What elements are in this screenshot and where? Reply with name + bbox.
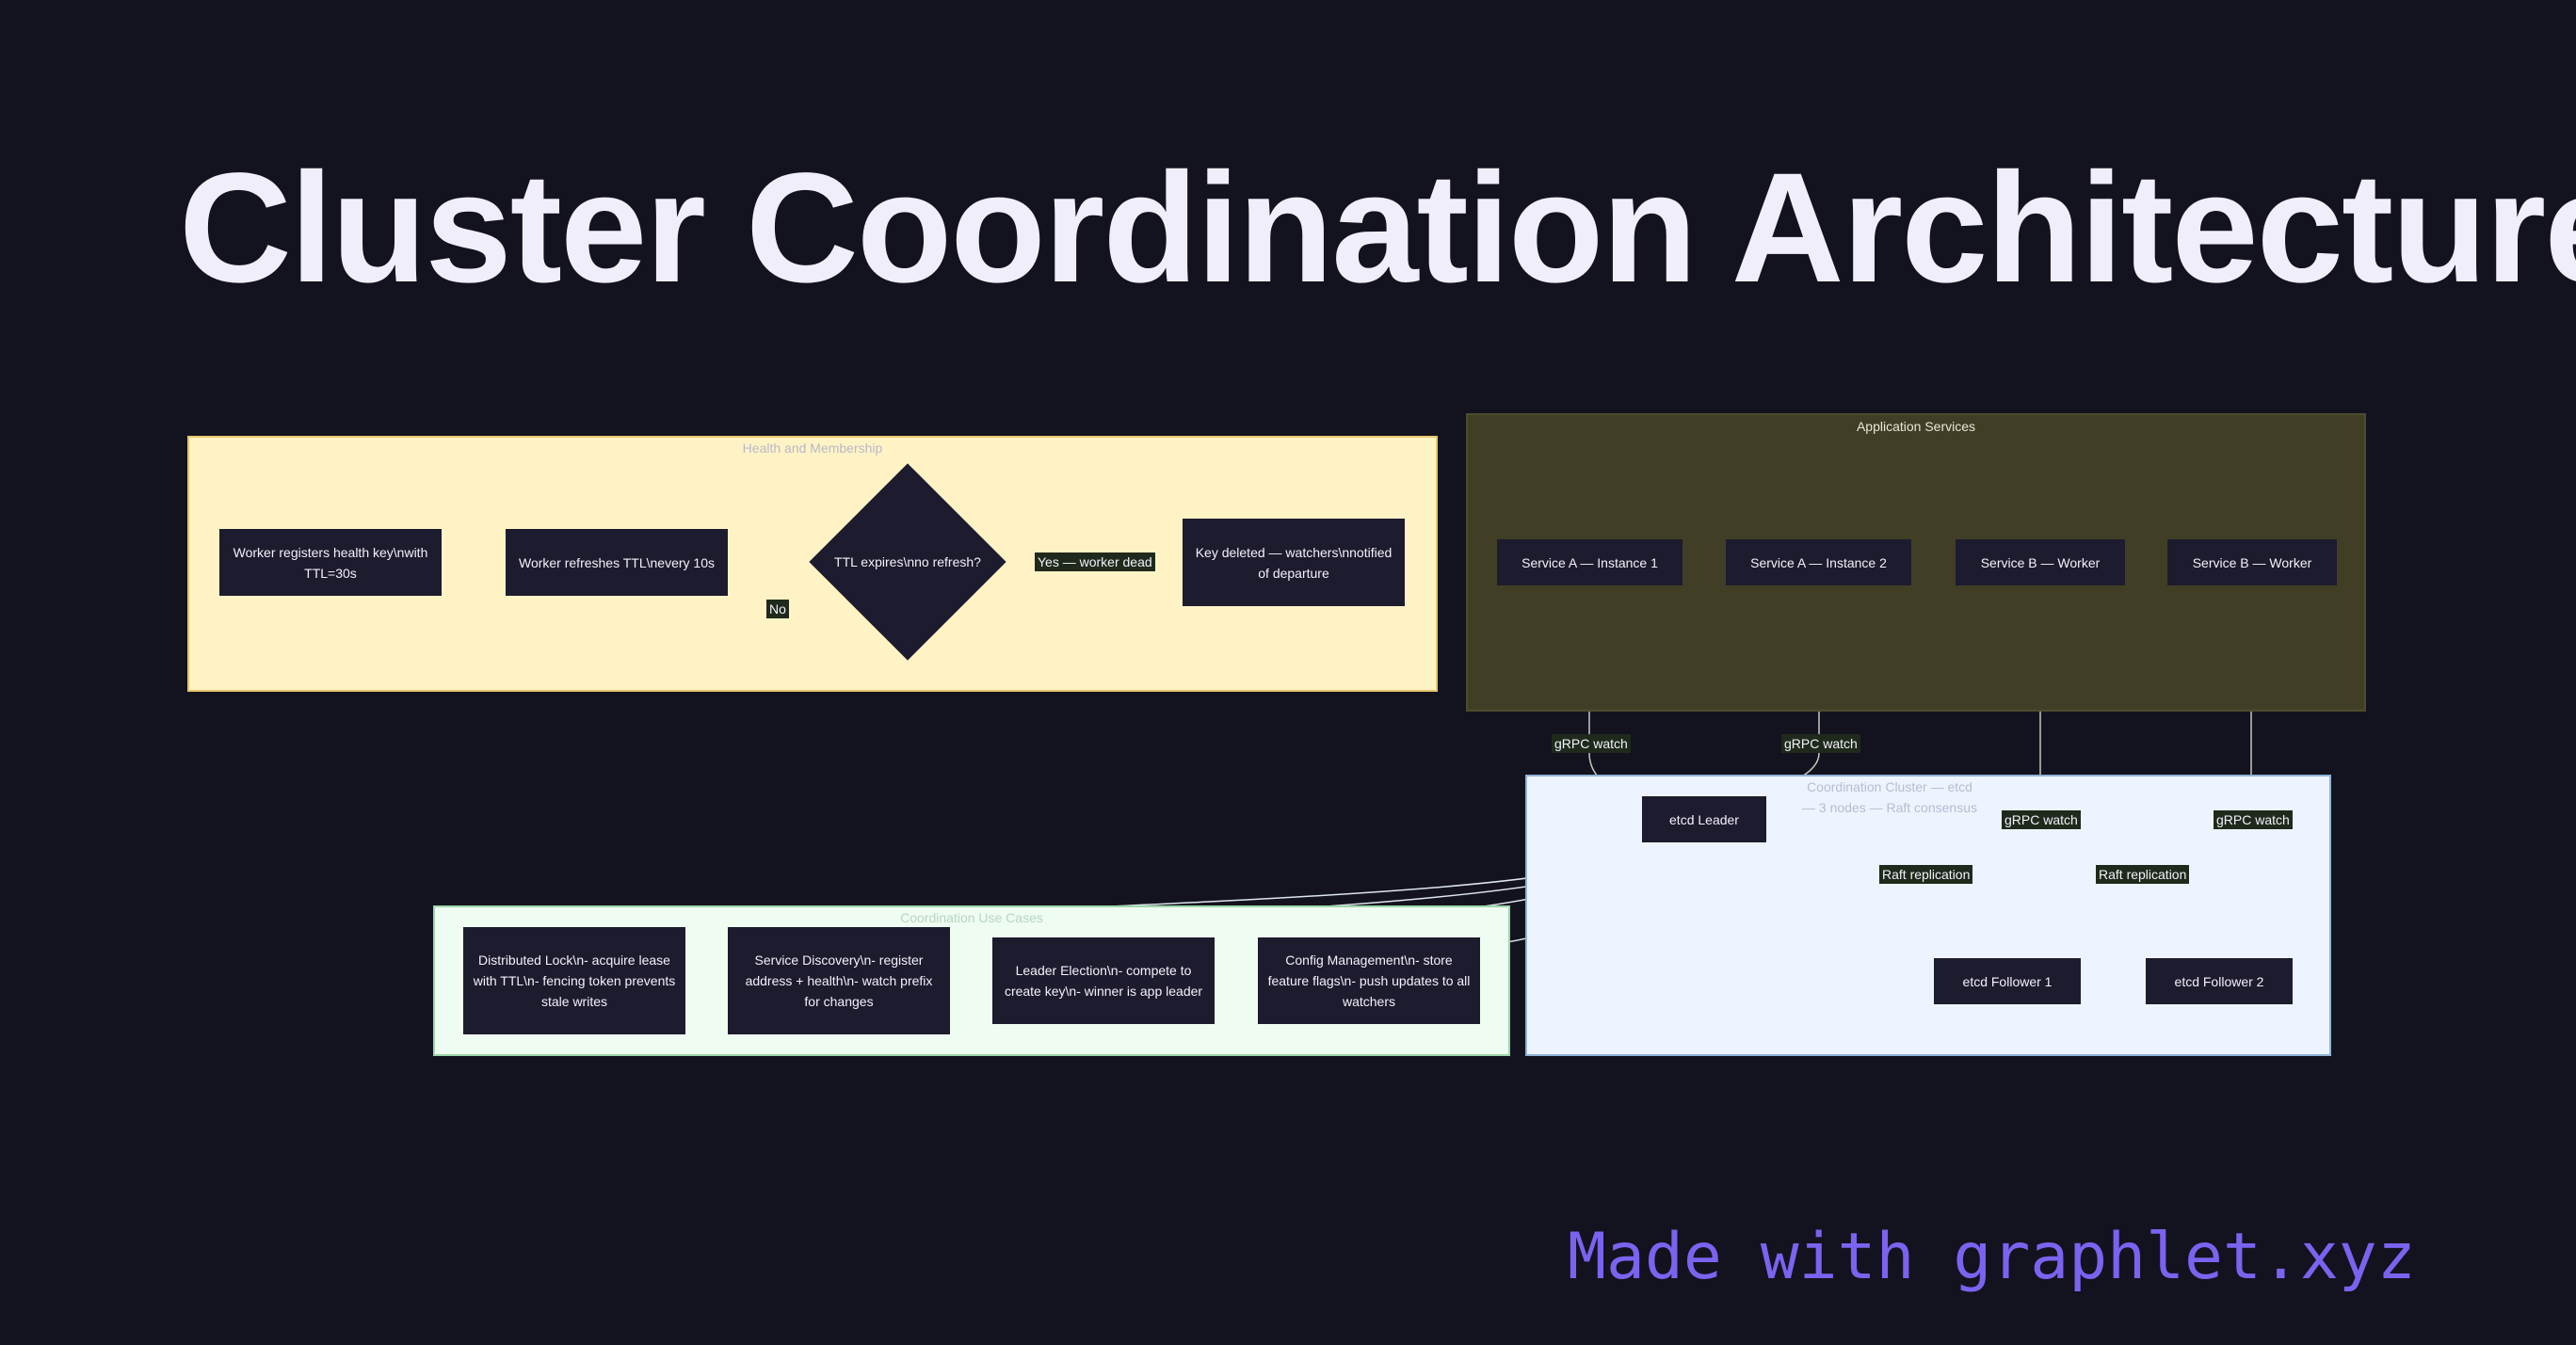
node-leader-election[interactable]: Leader Election\n- compete to create key… xyxy=(992,937,1215,1024)
node-etcd-follower-1[interactable]: etcd Follower 1 xyxy=(1934,958,2081,1004)
node-distributed-lock[interactable]: Distributed Lock\n- acquire lease with T… xyxy=(463,927,685,1034)
node-config-management[interactable]: Config Management\n- store feature flags… xyxy=(1258,937,1480,1024)
node-service-a-instance-2[interactable]: Service A — Instance 2 xyxy=(1726,539,1911,585)
node-service-discovery[interactable]: Service Discovery\n- register address + … xyxy=(728,927,950,1034)
group-title-use: Coordination Use Cases xyxy=(900,910,1043,925)
page-title: Cluster Coordination Architecture xyxy=(179,141,2576,315)
node-service-b-worker-1[interactable]: Service B — Worker xyxy=(1956,539,2125,585)
edge-label-raft-1: Raft replication xyxy=(1879,865,1973,884)
group-title-coord: Coordination Cluster — etcd — 3 nodes — … xyxy=(1802,779,1977,815)
group-title-app: Application Services xyxy=(1856,419,1976,434)
edge-label-grpc-b1: gRPC watch xyxy=(2002,810,2081,829)
edge-label-grpc-a1: gRPC watch xyxy=(1552,734,1631,753)
group-title-health: Health and Membership xyxy=(742,440,883,456)
node-service-a-instance-1[interactable]: Service A — Instance 1 xyxy=(1497,539,1682,585)
edge-label-no: No xyxy=(766,600,789,618)
edge-label-raft-2: Raft replication xyxy=(2096,865,2190,884)
node-service-b-worker-2[interactable]: Service B — Worker xyxy=(2167,539,2337,585)
node-ttl-check-label: TTL expires\nno refresh? xyxy=(834,554,981,569)
edge-label-yes: Yes — worker dead xyxy=(1035,552,1155,571)
node-key-deleted[interactable]: Key deleted — watchers\nnotified of depa… xyxy=(1183,519,1405,606)
node-ttl-check[interactable]: TTL expires\nno refresh? xyxy=(809,463,1006,661)
footer-credit[interactable]: Made with graphlet.xyz xyxy=(1568,1220,2416,1294)
node-worker-register[interactable]: Worker registers health key\nwith TTL=30… xyxy=(219,529,442,596)
edge-label-grpc-a2: gRPC watch xyxy=(1781,734,1860,753)
edge-label-grpc-b2: gRPC watch xyxy=(2214,810,2293,829)
node-etcd-leader[interactable]: etcd Leader xyxy=(1642,796,1766,842)
node-etcd-follower-2[interactable]: etcd Follower 2 xyxy=(2146,958,2293,1004)
node-worker-refresh[interactable]: Worker refreshes TTL\nevery 10s xyxy=(506,529,728,596)
